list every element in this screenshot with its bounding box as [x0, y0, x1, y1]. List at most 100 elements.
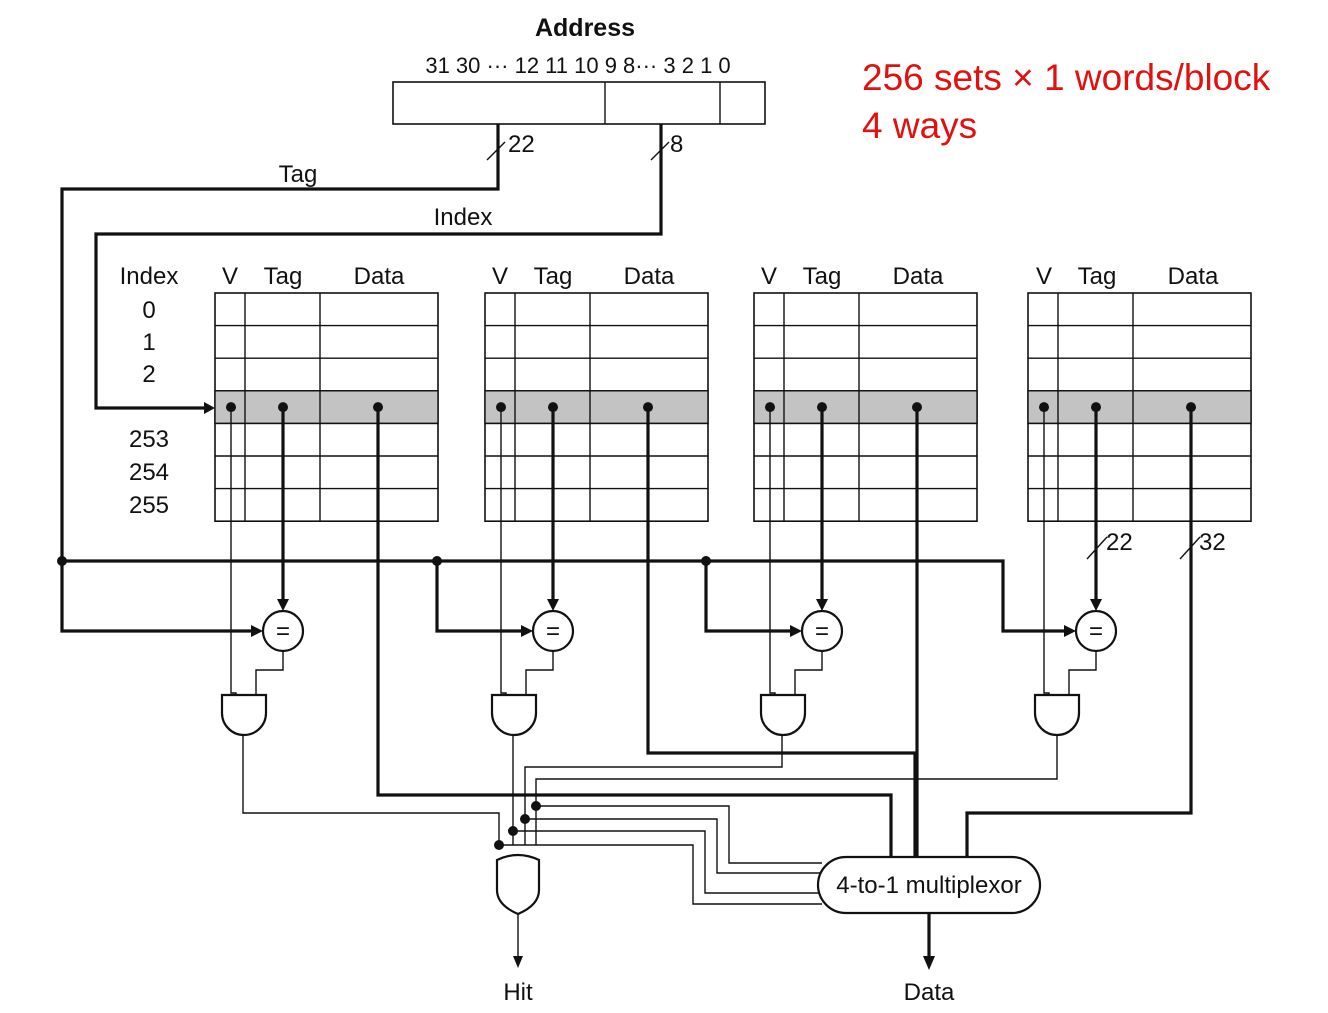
way-2-comparator: [800, 609, 844, 653]
way-2-row-tap-dot: [765, 402, 775, 413]
way-0-comparator: [261, 609, 305, 653]
tag-tap-way-2: [704, 561, 793, 633]
way-3-and-gate: [1033, 693, 1081, 737]
tag-bus: [60, 124, 500, 633]
junction-dot: [57, 556, 67, 566]
way-3-data-header: Data: [1168, 263, 1219, 290]
way-1-tag-header: Tag: [534, 263, 573, 290]
way-1-compare-wire: [525, 651, 554, 697]
cache-way-2: V Tag Data =: [753, 263, 978, 737]
index-row-2: 2: [142, 361, 155, 388]
index-column-header: Index: [120, 263, 179, 290]
tag-tap-way-1: [435, 561, 524, 633]
way-2-tag-arrow-head: [816, 599, 828, 611]
cache-way-1: V Tag Data =: [484, 263, 709, 737]
way-0-selected-row: [214, 390, 439, 425]
way-3-compare-wire: [1068, 651, 1097, 697]
note-sets-words: 256 sets × 1 words/block: [862, 57, 1271, 98]
junction-dot: [701, 556, 711, 566]
index-arrow-head: [204, 402, 215, 414]
tag-bus-label: Tag: [279, 161, 318, 188]
address-title: Address: [535, 14, 635, 42]
index-row-1: 1: [142, 329, 155, 356]
way-3-row-tap-dot: [1039, 402, 1049, 413]
cache-way-3: V Tag Data =: [1027, 263, 1252, 737]
way-0-row-tap-dot: [373, 402, 383, 413]
way-0-compare-wire: [255, 651, 284, 697]
way-2-compare-wire: [794, 651, 823, 697]
index-row-0: 0: [142, 297, 155, 324]
index-bus: [94, 124, 663, 410]
data-output-arrow-head: [923, 956, 935, 970]
or-gate: [495, 853, 541, 916]
data-bus-width-slash: [1179, 536, 1201, 560]
way-1-comparator-symbol: =: [546, 618, 560, 645]
way-0-and-gate: [220, 693, 268, 737]
index-bus-label: Index: [434, 204, 493, 231]
way-3-comparator: [1074, 609, 1118, 653]
index-row-255: 255: [129, 492, 169, 519]
way-1-row-tap-dot: [548, 402, 558, 413]
way-2-and-gate: [759, 693, 807, 737]
index-width-slash: [650, 141, 670, 161]
shared-tag-bus: [62, 559, 1068, 633]
way-2-bus-arrow-head: [790, 625, 802, 637]
way-0-v-header: V: [222, 263, 238, 290]
multiplexor-label: 4-to-1 multiplexor: [836, 872, 1021, 899]
way-0-tag-header: Tag: [264, 263, 303, 290]
way-1-row-tap-dot: [643, 402, 653, 413]
hit-output-label: Hit: [503, 979, 533, 1006]
tag-bus-width-label: 22: [1106, 529, 1133, 556]
index-row-253: 253: [129, 426, 169, 453]
junction-dot: [432, 556, 442, 566]
way-2-table: [753, 292, 978, 522]
way-1-tag-arrow-head: [547, 599, 559, 611]
data-bus-width-label: 32: [1199, 529, 1226, 556]
index-row-254: 254: [129, 459, 169, 486]
way-2-comparator-symbol: =: [815, 618, 829, 645]
way-1-comparator: [531, 609, 575, 653]
way-3-row-tap-dot: [1091, 402, 1101, 413]
way-0-bus-arrow-head: [251, 625, 263, 637]
way-0-data-header: Data: [354, 263, 405, 290]
way-1-bus-arrow-head: [521, 625, 533, 637]
way-3-table: [1027, 292, 1252, 522]
way-0-comparator-symbol: =: [276, 618, 290, 645]
data-path-way-0: [376, 408, 893, 859]
tag-width-slash: [486, 141, 506, 161]
way-1-table: [484, 292, 709, 522]
way-3-bus-arrow-head: [1064, 625, 1076, 637]
address-bit-labels: 31 30 ··· 12 11 10 9 8··· 3 2 1 0: [425, 53, 730, 78]
way-2-tag-header: Tag: [803, 263, 842, 290]
way-3-tag-header: Tag: [1078, 263, 1117, 290]
way-0-table: [214, 292, 439, 522]
tag-width-label: 22: [508, 131, 535, 158]
way-3-selected-row: [1027, 390, 1252, 425]
way-2-selected-row: [753, 390, 978, 425]
way-0-tag-arrow-head: [277, 599, 289, 611]
way-0-row-tap-dot: [278, 402, 288, 413]
way-2-row-tap-dot: [817, 402, 827, 413]
way-3-v-header: V: [1036, 263, 1052, 290]
note-ways: 4 ways: [862, 105, 977, 146]
way-3-row-tap-dot: [1186, 402, 1196, 413]
way-2-data-header: Data: [893, 263, 944, 290]
way-0-row-tap-dot: [226, 402, 236, 413]
way-3-tag-arrow-head: [1090, 599, 1102, 611]
data-output-label: Data: [904, 979, 955, 1006]
tag-bus-width-slash: [1086, 536, 1108, 560]
index-width-label: 8: [670, 131, 683, 158]
way-1-data-header: Data: [624, 263, 675, 290]
way-1-row-tap-dot: [496, 402, 506, 413]
way-3-comparator-symbol: =: [1089, 618, 1103, 645]
hit-logic-wires: [242, 735, 1058, 905]
way-1-v-header: V: [492, 263, 508, 290]
hit-arrow-head: [513, 956, 523, 968]
way-1-and-gate: [490, 693, 538, 737]
way-1-selected-row: [484, 390, 709, 425]
data-path-way-3: [965, 408, 1193, 859]
way-2-row-tap-dot: [912, 402, 922, 413]
address-register: [392, 81, 766, 125]
cache-way-0: V Tag Data =: [214, 263, 439, 737]
